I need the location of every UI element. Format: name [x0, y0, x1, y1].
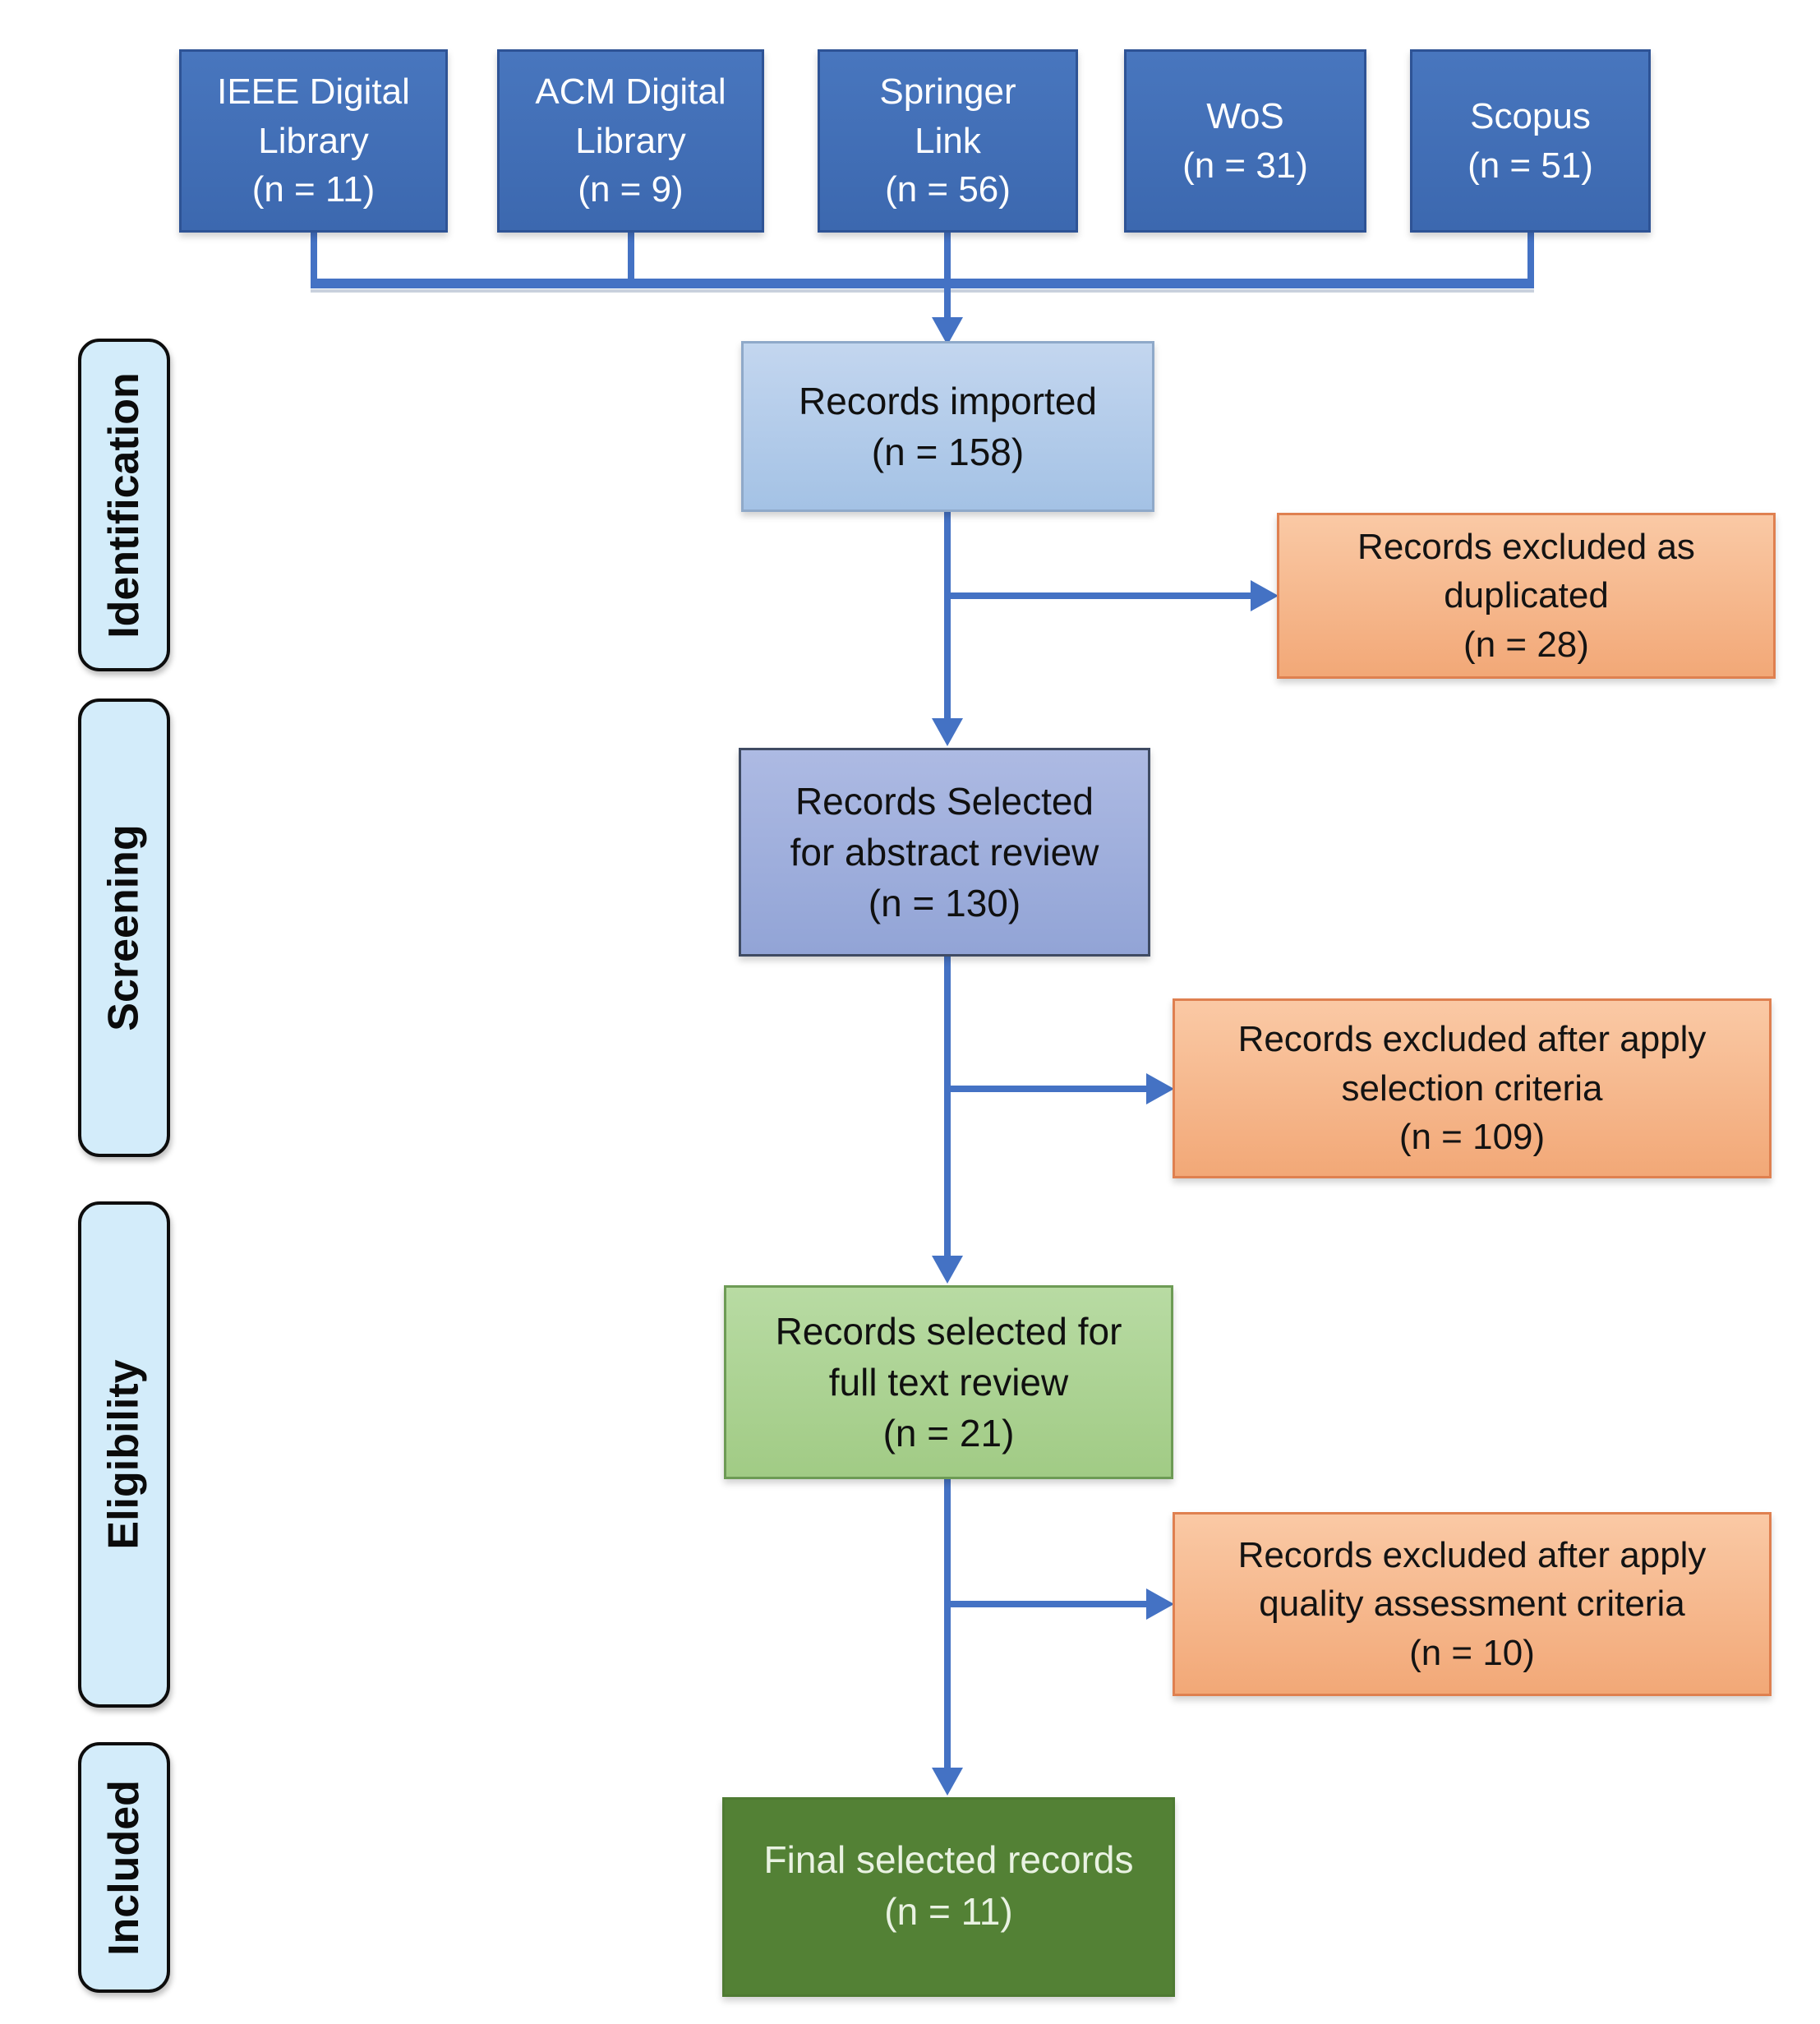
arrow-into-excluded-selection	[1146, 1073, 1174, 1104]
flow-box-records-imported-label: Records imported (n = 158)	[798, 379, 1098, 473]
source-box-scopus: Scopus (n = 51)	[1410, 49, 1651, 233]
stage-label-screening-text: Screening	[100, 824, 149, 1031]
stage-label-identification-text: Identification	[100, 371, 148, 639]
flow-box-records-selected-abstract: Records Selected for abstract review (n …	[739, 748, 1150, 957]
top-connector	[311, 233, 1534, 319]
arrow-into-fulltext	[932, 1256, 963, 1284]
stage-label-eligibility-text: Eligibility	[100, 1359, 149, 1550]
arrow-into-excluded-quality	[1146, 1588, 1174, 1620]
excluded-box-quality-criteria-label: Records excluded after apply quality ass…	[1237, 1534, 1707, 1673]
flow-box-records-selected-abstract-label: Records Selected for abstract review (n …	[790, 779, 1099, 925]
stage-label-included: Included	[78, 1742, 170, 1993]
excluded-box-duplicated: Records excluded as duplicated (n = 28)	[1277, 513, 1776, 679]
source-box-ieee-label: IEEE Digital Library (n = 11)	[217, 71, 410, 210]
stage-label-screening: Screening	[78, 698, 170, 1157]
arrow-into-selected	[932, 718, 963, 746]
source-box-wos-label: WoS (n = 31)	[1182, 96, 1308, 186]
source-box-ieee: IEEE Digital Library (n = 11)	[179, 49, 448, 233]
source-box-wos: WoS (n = 31)	[1124, 49, 1366, 233]
excluded-box-selection-criteria-label: Records excluded after apply selection c…	[1237, 1019, 1707, 1158]
stage-label-identification: Identification	[78, 339, 170, 671]
flow-box-final-selected: Final selected records (n = 11)	[722, 1797, 1175, 1997]
source-box-acm-label: ACM Digital Library (n = 9)	[535, 71, 726, 210]
flow-box-records-selected-fulltext-label: Records selected for full text review (n…	[775, 1309, 1122, 1455]
stage-label-included-text: Included	[100, 1779, 149, 1956]
stage-label-eligibility: Eligibility	[78, 1201, 170, 1708]
source-box-springer-label: Springer Link (n = 56)	[879, 71, 1016, 210]
excluded-box-duplicated-label: Records excluded as duplicated (n = 28)	[1357, 526, 1695, 665]
arrow-into-imported	[932, 317, 963, 345]
main-flow-connectors	[944, 512, 1252, 1771]
flow-box-final-selected-label: Final selected records (n = 11)	[763, 1838, 1134, 1933]
flow-box-records-imported: Records imported (n = 158)	[741, 341, 1154, 512]
excluded-box-quality-criteria: Records excluded after apply quality ass…	[1173, 1512, 1772, 1696]
flow-box-records-selected-fulltext: Records selected for full text review (n…	[724, 1285, 1173, 1479]
excluded-box-selection-criteria: Records excluded after apply selection c…	[1173, 998, 1772, 1178]
source-box-springer: Springer Link (n = 56)	[818, 49, 1078, 233]
arrow-into-excluded-duplicated	[1251, 580, 1279, 611]
source-box-scopus-label: Scopus (n = 51)	[1468, 96, 1593, 186]
source-box-acm: ACM Digital Library (n = 9)	[497, 49, 764, 233]
arrow-into-final	[932, 1768, 963, 1796]
